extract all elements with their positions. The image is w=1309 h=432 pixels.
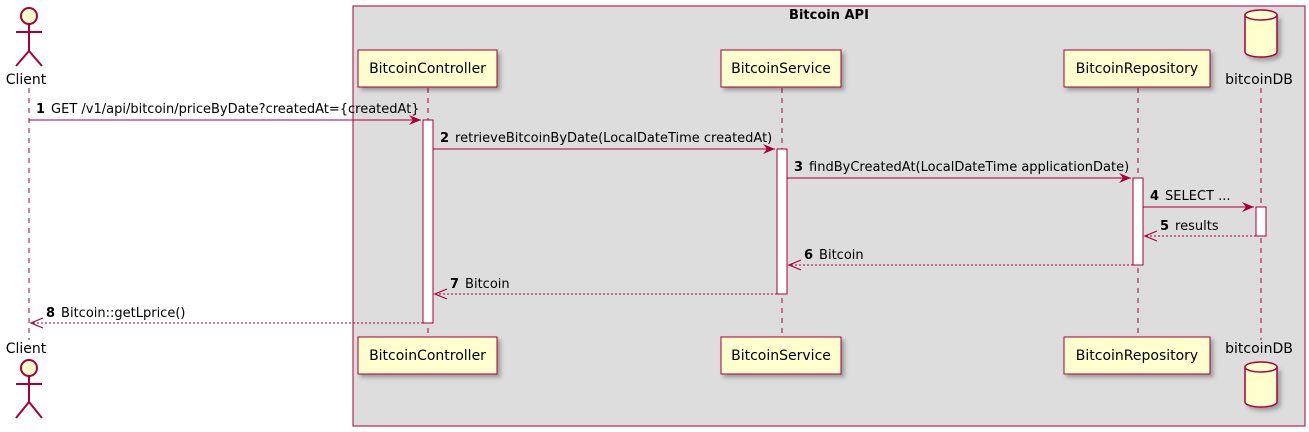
activation-service — [776, 148, 788, 295]
activation-db — [1255, 206, 1267, 237]
message-label: Bitcoin::getLprice() — [61, 306, 185, 321]
message-label: SELECT ... — [1165, 189, 1230, 204]
message-2: 2 retrieveBitcoinByDate(LocalDateTime cre… — [433, 131, 775, 154]
message-number: 1 — [36, 102, 45, 117]
message-label: results — [1175, 219, 1219, 234]
message-5: 5 results — [1143, 219, 1256, 242]
message-7: 7 Bitcoin — [433, 277, 777, 300]
participant-controller-bottom: BitcoinController — [357, 336, 498, 375]
message-number: 2 — [440, 131, 449, 146]
activation-repository — [1132, 177, 1144, 266]
message-number: 8 — [46, 306, 55, 321]
participant-label-repository-bottom: BitcoinRepository — [1076, 348, 1198, 364]
message-6: 6 Bitcoin — [787, 248, 1133, 271]
activation-controller — [422, 119, 434, 324]
actor-icon — [15, 7, 43, 67]
participant-label-repository: BitcoinRepository — [1076, 61, 1198, 77]
group-title: Bitcoin API — [789, 8, 869, 23]
participant-label-db-bottom: bitcoinDB — [1225, 341, 1293, 357]
database-icon — [1244, 9, 1278, 58]
participant-service-bottom: BitcoinService — [720, 336, 842, 375]
message-number: 3 — [794, 160, 803, 175]
actor-client-bottom: Client — [6, 341, 47, 419]
message-4: 4 SELECT ... — [1143, 189, 1254, 212]
participant-label-controller: BitcoinController — [369, 61, 486, 77]
message-8: 8 Bitcoin::getLprice() — [29, 306, 423, 329]
message-number: 6 — [804, 248, 813, 263]
participant-label-client-bottom: Client — [6, 341, 47, 357]
message-label: findByCreatedAt(LocalDateTime applicatio… — [809, 160, 1129, 175]
participant-controller-top: BitcoinController — [357, 49, 498, 88]
participant-label-service-bottom: BitcoinService — [731, 348, 831, 364]
participant-service-top: BitcoinService — [720, 49, 842, 88]
database-db-bottom: bitcoinDB — [1225, 341, 1293, 408]
database-db-top: bitcoinDB — [1225, 9, 1293, 88]
message-label: Bitcoin — [819, 248, 864, 263]
message-number: 7 — [450, 277, 459, 292]
message-1: 1 GET /v1/api/bitcoin/priceByDate?created… — [29, 102, 421, 125]
message-number: 5 — [1160, 219, 1169, 234]
message-number: 4 — [1150, 189, 1159, 204]
participant-repository-top: BitcoinRepository — [1063, 49, 1211, 88]
message-label: Bitcoin — [465, 277, 510, 292]
message-3: 3 findByCreatedAt(LocalDateTime applicati… — [787, 160, 1131, 183]
message-label: GET /v1/api/bitcoin/priceByDate?createdA… — [51, 102, 420, 117]
participant-label-service: BitcoinService — [731, 61, 831, 77]
database-icon — [1244, 361, 1278, 408]
actor-icon — [15, 359, 43, 419]
participant-label-client: Client — [6, 72, 47, 88]
participant-label-controller-bottom: BitcoinController — [369, 348, 486, 364]
actor-client-top: Client — [6, 7, 47, 88]
participant-label-db: bitcoinDB — [1225, 72, 1293, 88]
message-label: retrieveBitcoinByDate(LocalDateTime crea… — [455, 131, 772, 146]
participant-repository-bottom: BitcoinRepository — [1063, 336, 1211, 375]
